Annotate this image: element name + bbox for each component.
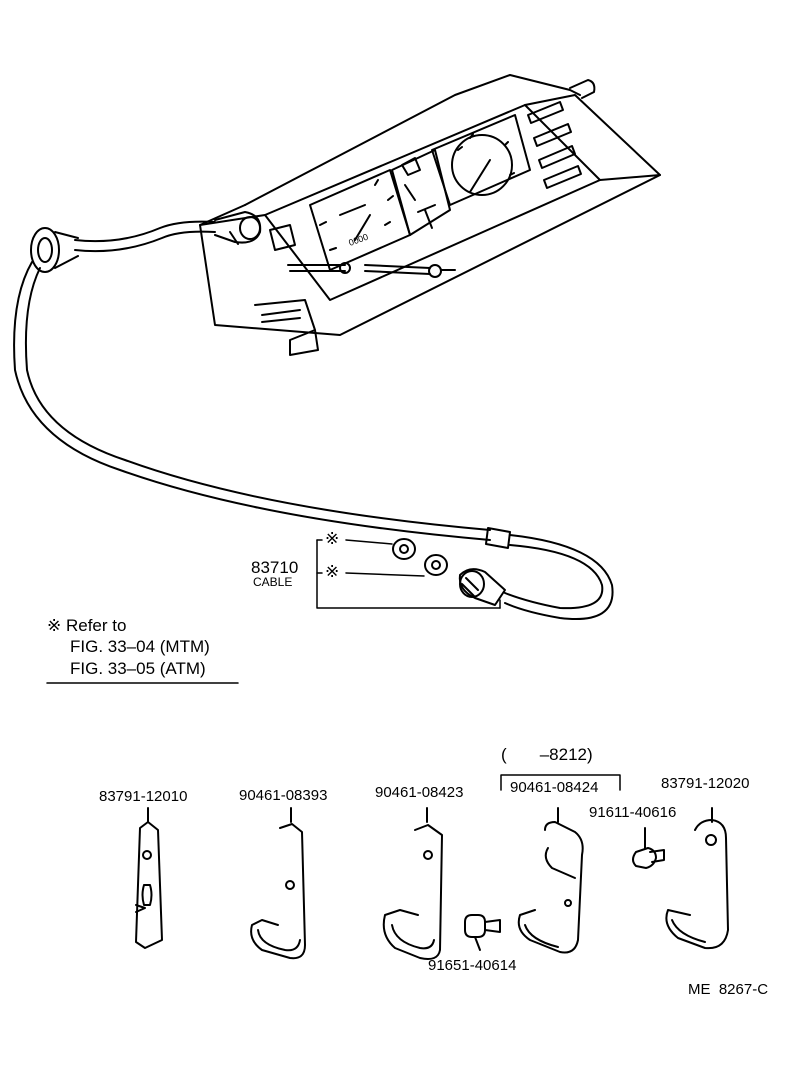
clamp-1-part-number: 83791-12010	[99, 788, 188, 805]
cable-name: CABLE	[253, 575, 293, 589]
note-line-3: FIG. 33–05 (ATM)	[70, 659, 206, 678]
bolt-2-part-number: 91651-40614	[428, 957, 517, 974]
bolt-91611-40616	[632, 827, 665, 869]
clamp-4-part-number: 90461-08424	[510, 779, 599, 796]
clamp-83791-12020	[665, 807, 729, 950]
clamp-90461-08423	[382, 807, 443, 960]
clamp-90461-08424	[517, 807, 584, 954]
seal-washers	[392, 538, 448, 576]
note-line-2: FIG. 33–04 (MTM)	[70, 637, 210, 656]
clamp-3-part-number: 90461-08423	[375, 784, 464, 801]
group-bracket	[500, 774, 621, 791]
note-line-1: ※ Refer to	[47, 616, 127, 635]
clamp-83791-12010	[135, 807, 163, 949]
bolt-1-part-number: 91611-40616	[589, 804, 677, 821]
cable-callout-lines	[316, 539, 501, 609]
clamp-2-part-number: 90461-08393	[239, 787, 328, 804]
bolt-91651-40614	[464, 914, 501, 951]
clamp-90461-08393	[250, 807, 306, 960]
note-mark-upper: ※	[325, 529, 340, 548]
cable-part-number: 83710	[251, 558, 299, 577]
note-mark-lower: ※	[325, 562, 340, 581]
instrument-cluster	[199, 74, 661, 356]
speedometer-cable	[13, 211, 614, 620]
gauge-digits: 0000	[347, 232, 369, 248]
bracket-group-label: ( –8212)	[501, 745, 593, 764]
clamp-5-part-number: 83791-12020	[661, 775, 750, 792]
drawing-code: ME 8267-C	[688, 981, 769, 998]
